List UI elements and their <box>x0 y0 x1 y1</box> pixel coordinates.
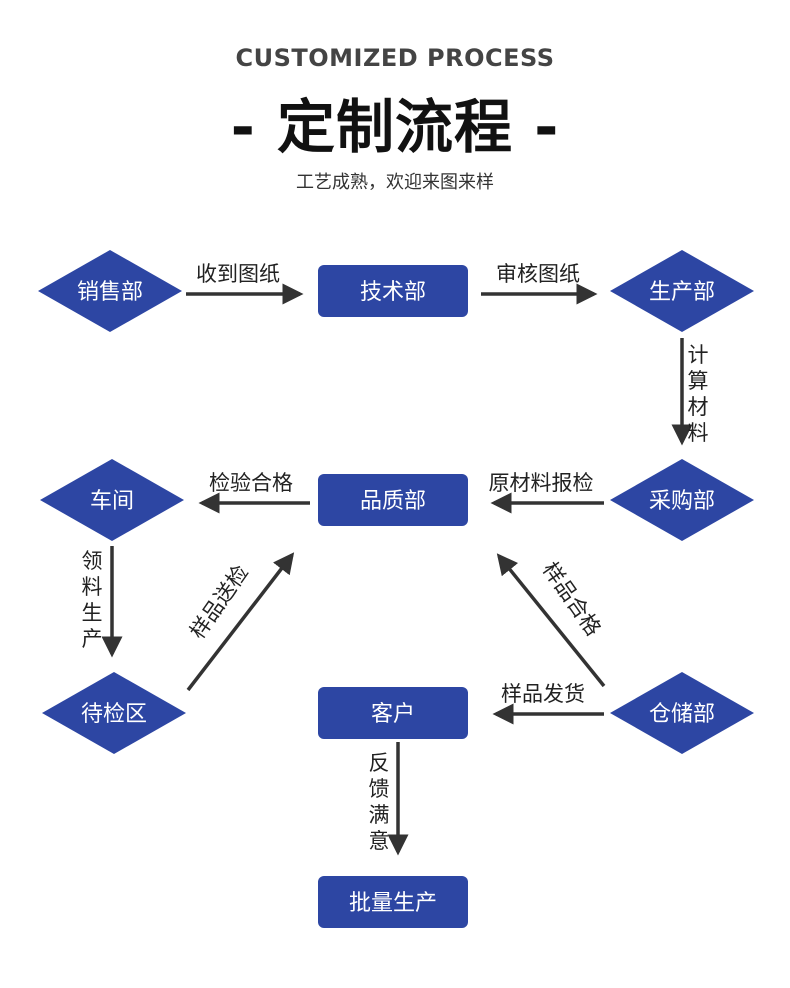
node-purchasing-label: 采购部 <box>649 489 715 514</box>
node-workshop: 车间 <box>40 459 184 541</box>
node-warehouse: 仓储部 <box>610 672 754 754</box>
edge-label-sample-ship: 样品发货 <box>501 682 585 706</box>
edge-label-receive-drawings: 收到图纸 <box>196 262 280 286</box>
edge-label-collect-produce: 领料生产 <box>82 549 103 651</box>
node-production-label: 生产部 <box>649 280 715 305</box>
node-workshop-label: 车间 <box>90 489 134 514</box>
edge-label-inspection-passed: 检验合格 <box>209 471 293 495</box>
node-tech-label: 技术部 <box>360 280 426 305</box>
edge-label-raw-material-inspect: 原材料报检 <box>489 471 594 495</box>
node-inspection-area-label: 待检区 <box>81 702 147 727</box>
edge-label-review-drawings: 审核图纸 <box>496 262 580 286</box>
node-sales: 销售部 <box>38 250 182 332</box>
edge-label-calc-materials: 计算材料 <box>688 343 709 445</box>
header-chinese-title: - 定制流程 - <box>230 93 560 161</box>
node-customer: 客户 <box>318 687 468 739</box>
header-subtitle: 工艺成熟，欢迎来图来样 <box>296 172 494 193</box>
node-mass-production: 批量生产 <box>318 876 468 928</box>
node-quality-label: 品质部 <box>360 489 426 514</box>
node-customer-label: 客户 <box>371 702 415 727</box>
node-warehouse-label: 仓储部 <box>649 702 715 727</box>
node-mass-production-label: 批量生产 <box>349 891 437 916</box>
edge-label-feedback-satisfied: 反馈满意 <box>369 751 390 853</box>
arrow-inspection-to-quality <box>186 552 295 692</box>
edge-label-sample-qualified: 样品合格 <box>538 558 606 641</box>
arrow-warehouse-to-quality <box>496 553 606 688</box>
node-quality: 品质部 <box>318 474 468 526</box>
edge-label-sample-send-inspect: 样品送检 <box>185 561 253 644</box>
node-tech: 技术部 <box>318 265 468 317</box>
node-inspection-area: 待检区 <box>42 672 186 754</box>
header-english-title: CUSTOMIZED PROCESS <box>235 44 555 72</box>
node-purchasing: 采购部 <box>610 459 754 541</box>
node-production: 生产部 <box>610 250 754 332</box>
node-sales-label: 销售部 <box>77 280 143 305</box>
